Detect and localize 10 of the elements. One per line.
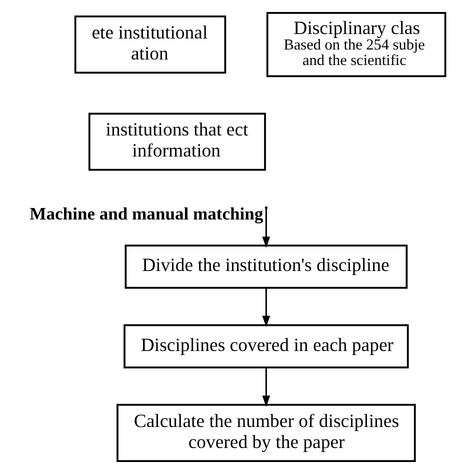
node-box: ete institutional ation bbox=[74, 16, 226, 74]
arrow bbox=[262, 367, 270, 407]
node-box: Disciplines covered in each paper bbox=[123, 324, 408, 368]
node-box: Calculate the number of disciplines covered by the paper bbox=[116, 404, 416, 462]
arrow bbox=[262, 288, 270, 327]
node-box: Divide the institution's discipline bbox=[124, 244, 408, 289]
node-box: institutions that ect information bbox=[88, 112, 266, 171]
arrow bbox=[262, 208, 270, 248]
node-box: Disciplinary clas Based on the 254 subje and the scientific bbox=[266, 12, 446, 78]
edge-label: Machine and manual matching bbox=[29, 204, 263, 224]
